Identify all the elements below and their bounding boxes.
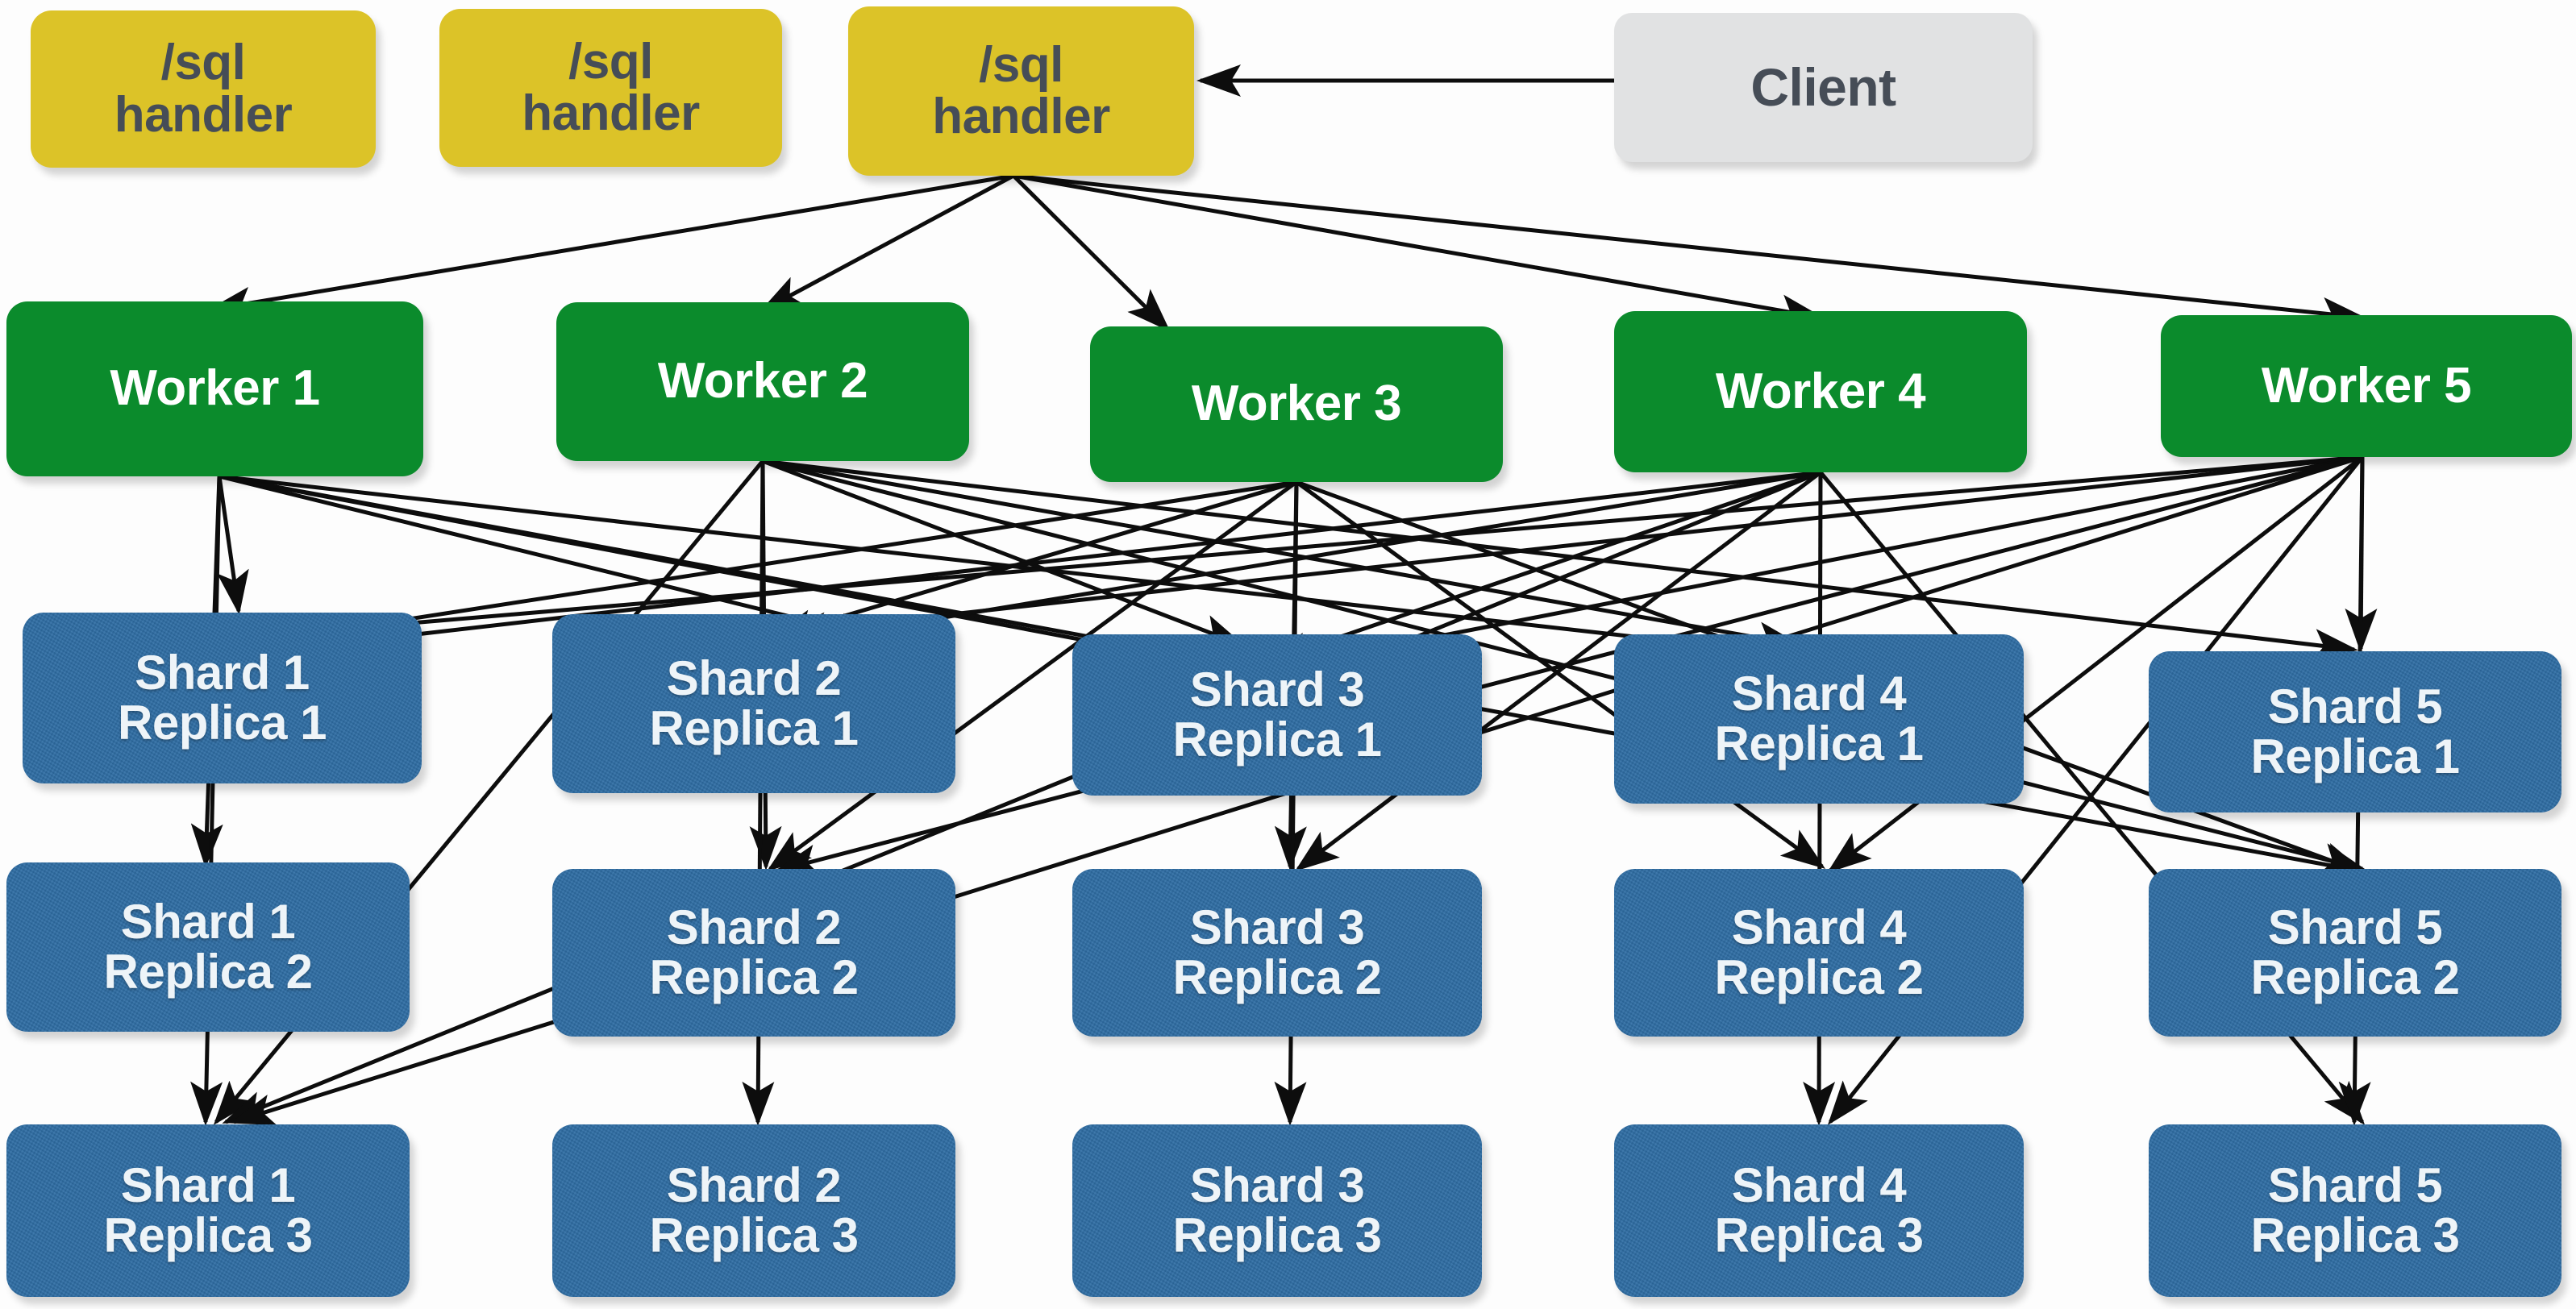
shard-node-2-replica-2-label: Shard 2 Replica 2 (649, 900, 859, 1004)
sql-handler-3-label: /sql handler (932, 36, 1110, 144)
sql-handler-1[interactable]: /sql handler (31, 10, 376, 168)
edge-worker-4-to-shard-1-replica-1 (238, 470, 1821, 667)
edge-handler-3-to-worker-3 (1012, 174, 1171, 332)
shard-node-2-replica-3[interactable]: Shard 2 Replica 3 (552, 1124, 955, 1297)
edge-worker-5-to-shard-1-replica-1 (246, 455, 2363, 650)
shard-node-4-replica-1-label: Shard 4 Replica 1 (1714, 666, 1924, 771)
worker-node-5-label: Worker 5 (2261, 357, 2472, 413)
worker-node-4[interactable]: Worker 4 (1614, 311, 2027, 472)
shard-node-3-replica-2-label: Shard 3 Replica 2 (1172, 900, 1382, 1004)
shard-node-5-replica-1-label: Shard 5 Replica 1 (2250, 679, 2460, 783)
shard-node-5-replica-1[interactable]: Shard 5 Replica 1 (2149, 651, 2561, 812)
edge-handler-3-to-worker-5 (1013, 173, 2366, 330)
shard-node-3-replica-2[interactable]: Shard 3 Replica 2 (1072, 869, 1482, 1037)
edge-worker-5-to-shard-2-replica-1 (782, 455, 2363, 645)
edge-worker-1-to-shard-4-replica-1 (218, 474, 1817, 669)
shard-node-2-replica-3-label: Shard 2 Replica 3 (649, 1157, 859, 1262)
worker-node-5[interactable]: Worker 5 (2161, 315, 2572, 457)
shard-node-2-replica-2[interactable]: Shard 2 Replica 2 (552, 869, 955, 1037)
shard-node-5-replica-3-label: Shard 5 Replica 3 (2250, 1157, 2460, 1262)
shard-node-2-replica-1-label: Shard 2 Replica 1 (649, 650, 859, 755)
shard-node-1-replica-3-label: Shard 1 Replica 3 (103, 1157, 313, 1262)
shard-node-1-replica-1[interactable]: Shard 1 Replica 1 (23, 613, 422, 783)
worker-node-1[interactable]: Worker 1 (6, 301, 423, 476)
edge-worker-2-to-shard-5-replica-1 (762, 459, 2358, 661)
edge-worker-4-to-shard-1-replica-3 (222, 470, 1821, 1124)
client-node[interactable]: Client (1614, 13, 2033, 162)
edge-handler-3-to-worker-1 (207, 173, 1014, 319)
worker-node-2[interactable]: Worker 2 (556, 302, 969, 461)
shard-node-3-replica-3[interactable]: Shard 3 Replica 3 (1072, 1124, 1482, 1297)
sql-handler-1-label: /sql handler (114, 35, 293, 143)
sql-handler-3[interactable]: /sql handler (848, 6, 1194, 176)
edge-handler-3-to-worker-2 (759, 173, 1015, 313)
sql-handler-2-label: /sql handler (522, 33, 700, 141)
worker-node-2-label: Worker 2 (657, 353, 868, 409)
shard-node-3-replica-3-label: Shard 3 Replica 3 (1172, 1157, 1382, 1262)
shard-node-3-replica-1[interactable]: Shard 3 Replica 1 (1072, 634, 1482, 796)
edge-handler-3-to-worker-4 (1013, 173, 1825, 327)
worker-node-3-label: Worker 3 (1191, 376, 1402, 432)
shard-node-4-replica-2-label: Shard 4 Replica 2 (1714, 900, 1924, 1004)
edge-worker-5-to-shard-2-replica-2 (774, 455, 2363, 876)
client-node-label: Client (1750, 57, 1896, 118)
shard-node-1-replica-2[interactable]: Shard 1 Replica 2 (6, 862, 410, 1032)
sql-handler-2[interactable]: /sql handler (439, 9, 782, 167)
shard-node-4-replica-2[interactable]: Shard 4 Replica 2 (1614, 869, 2024, 1037)
worker-node-4-label: Worker 4 (1715, 363, 1926, 419)
edge-worker-4-to-shard-3-replica-1 (1266, 470, 1821, 663)
shard-node-5-replica-3[interactable]: Shard 5 Replica 3 (2149, 1124, 2561, 1297)
shard-node-5-replica-2-label: Shard 5 Replica 2 (2250, 900, 2460, 1004)
worker-node-1-label: Worker 1 (110, 360, 320, 417)
shard-node-1-replica-1-label: Shard 1 Replica 1 (118, 645, 327, 750)
edge-worker-1-to-shard-1-replica-1 (217, 476, 249, 615)
edge-worker-5-to-shard-5-replica-1 (2345, 456, 2378, 653)
shard-node-1-replica-3[interactable]: Shard 1 Replica 3 (6, 1124, 410, 1297)
worker-node-3[interactable]: Worker 3 (1090, 326, 1503, 482)
shard-node-5-replica-2[interactable]: Shard 5 Replica 2 (2149, 869, 2561, 1037)
edge-worker-2-to-shard-5-replica-2 (762, 459, 2366, 875)
shard-node-4-replica-3[interactable]: Shard 4 Replica 3 (1614, 1124, 2024, 1297)
shard-node-4-replica-1[interactable]: Shard 4 Replica 1 (1614, 634, 2024, 804)
shard-node-3-replica-1-label: Shard 3 Replica 1 (1172, 662, 1382, 767)
shard-node-2-replica-1[interactable]: Shard 2 Replica 1 (552, 614, 955, 793)
shard-node-1-replica-2-label: Shard 1 Replica 2 (103, 894, 313, 999)
shard-node-4-replica-3-label: Shard 4 Replica 3 (1714, 1157, 1924, 1262)
